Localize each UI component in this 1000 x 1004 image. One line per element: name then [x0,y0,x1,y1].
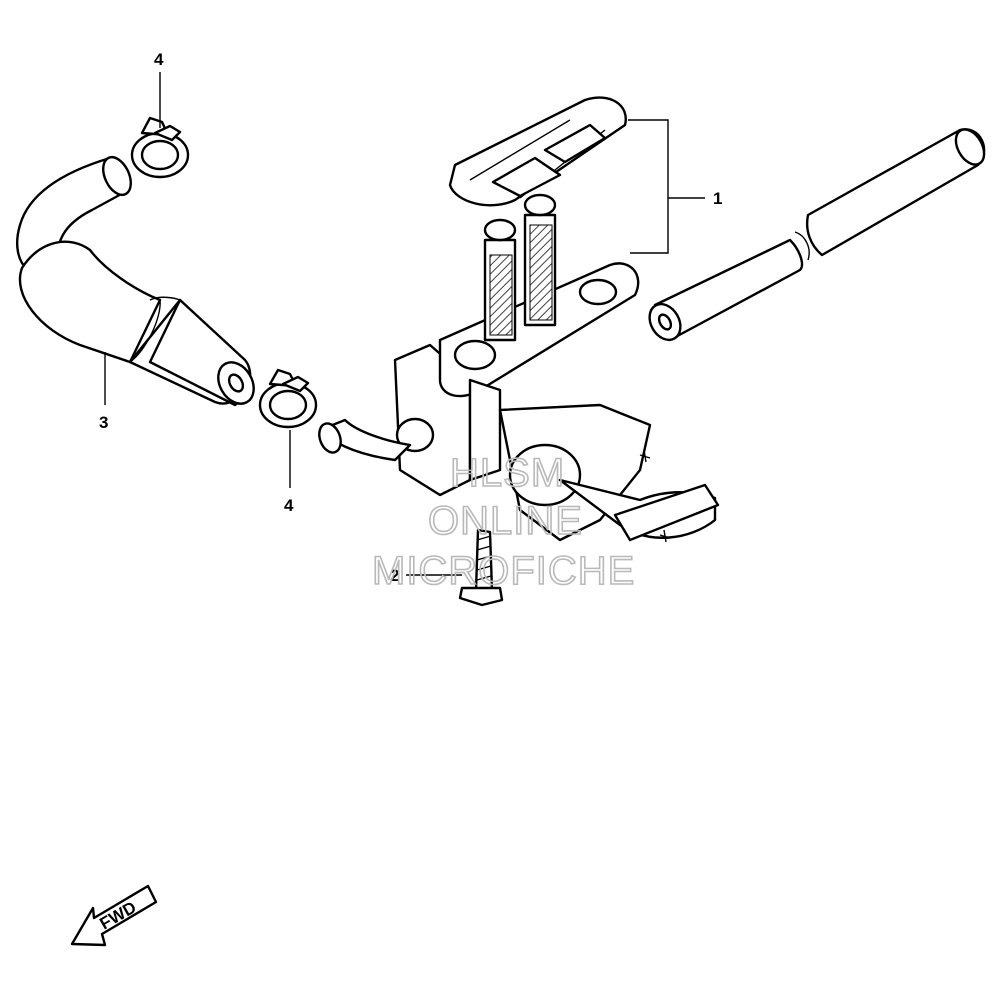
hose-clamp-top [130,116,190,179]
fuel-cock-body [318,193,720,543]
leader-lines [104,72,705,576]
watermark-line-2: ONLINE [428,499,583,543]
callout-part-4-bottom: 4 [284,496,294,515]
fuel-hose-bent [16,155,255,407]
mounting-bolt [458,528,504,607]
watermark-line-3: MICROFICHE [372,549,635,593]
callout-part-1: 1 [713,189,722,208]
fuel-hose-straight [648,128,986,342]
callout-part-4-top: 4 [154,50,164,69]
callout-part-2: 2 [390,566,399,585]
callout-part-3: 3 [99,413,108,432]
forward-direction-arrow: FWD [70,884,158,947]
hose-clamp-bottom [258,368,318,429]
gasket-and-strainers [448,96,627,207]
watermark: HLSM ONLINE MICROFICHE [371,450,635,594]
watermark-line-1: HLSM [450,451,565,495]
